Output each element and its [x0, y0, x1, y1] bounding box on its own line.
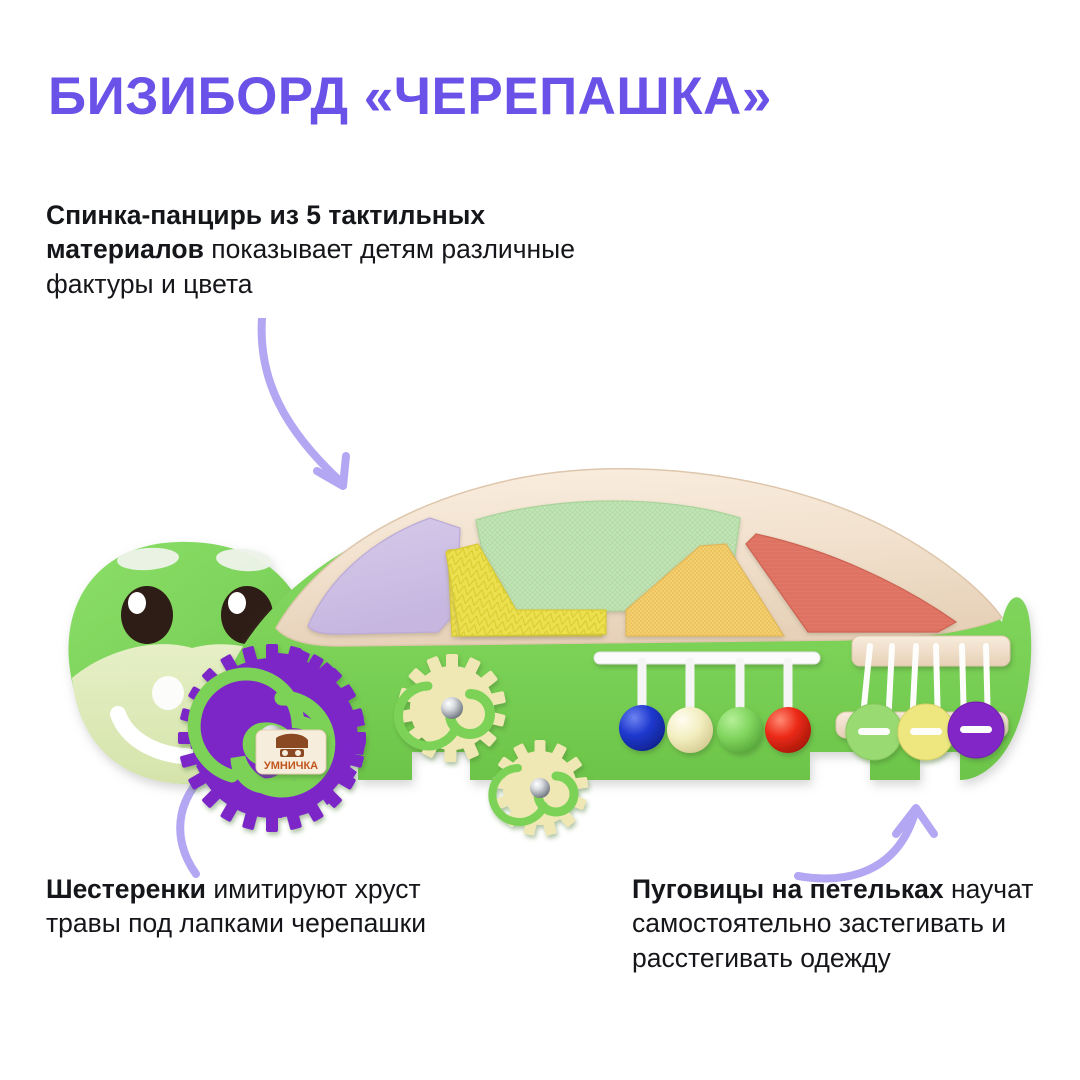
bead-track-bar [593, 651, 821, 665]
callout-gears-rest: имитируют хруст травы под лапками черепа… [46, 874, 427, 939]
callout-buttons-bold: Пуговицы на петельках [632, 874, 944, 904]
eye-left [121, 586, 173, 644]
gear-medium-cream [394, 654, 506, 763]
bead-cream [667, 707, 713, 753]
eyebrow-left [117, 547, 179, 571]
callout-buttons: Пуговицы на петельках научат самостоятел… [632, 872, 1072, 975]
gear-small-cream [488, 740, 589, 836]
shell-panel-red [745, 533, 958, 633]
brand-logo-text: УМНИЧКА [264, 760, 318, 772]
arrow-to-buttons [794, 804, 938, 883]
callout-gears-bold: Шестеренки [46, 874, 206, 904]
brand-logo: УМНИЧКА [255, 729, 327, 775]
callout-shell-bold: Спинка-панцирь из 5 тактильных материало… [46, 200, 486, 265]
arrow-to-shell [257, 318, 350, 490]
buttons-loops-group [835, 635, 1011, 761]
turtle-busy-board[interactable]: УМНИЧКА [40, 440, 1040, 836]
page-title: БИЗИБОРД «ЧЕРЕПАШКА» [48, 67, 772, 126]
callout-shell-rest: показывает детям различные фактуры и цве… [46, 234, 575, 299]
nostril-left [152, 676, 184, 710]
bead-blue [619, 705, 665, 751]
button-green [845, 703, 903, 761]
button-purple [947, 701, 1005, 759]
callout-gears: Шестеренки имитируют хруст травы под лап… [46, 872, 476, 941]
shell-panel-yellow-main [445, 543, 607, 637]
shell-panel-purple [307, 517, 461, 635]
callout-shell: Спинка-панцирь из 5 тактильных материало… [46, 198, 606, 301]
bead-track-group [593, 651, 821, 753]
callout-buttons-rest: научат самостоятельно застегивать и расс… [632, 874, 1034, 973]
bead-red [765, 707, 811, 753]
bead-green [717, 707, 763, 753]
shell-panel-group [275, 467, 1004, 647]
eyebrow-right [216, 548, 272, 572]
button-yellow [897, 703, 955, 761]
shell-panel-amber [625, 543, 786, 637]
